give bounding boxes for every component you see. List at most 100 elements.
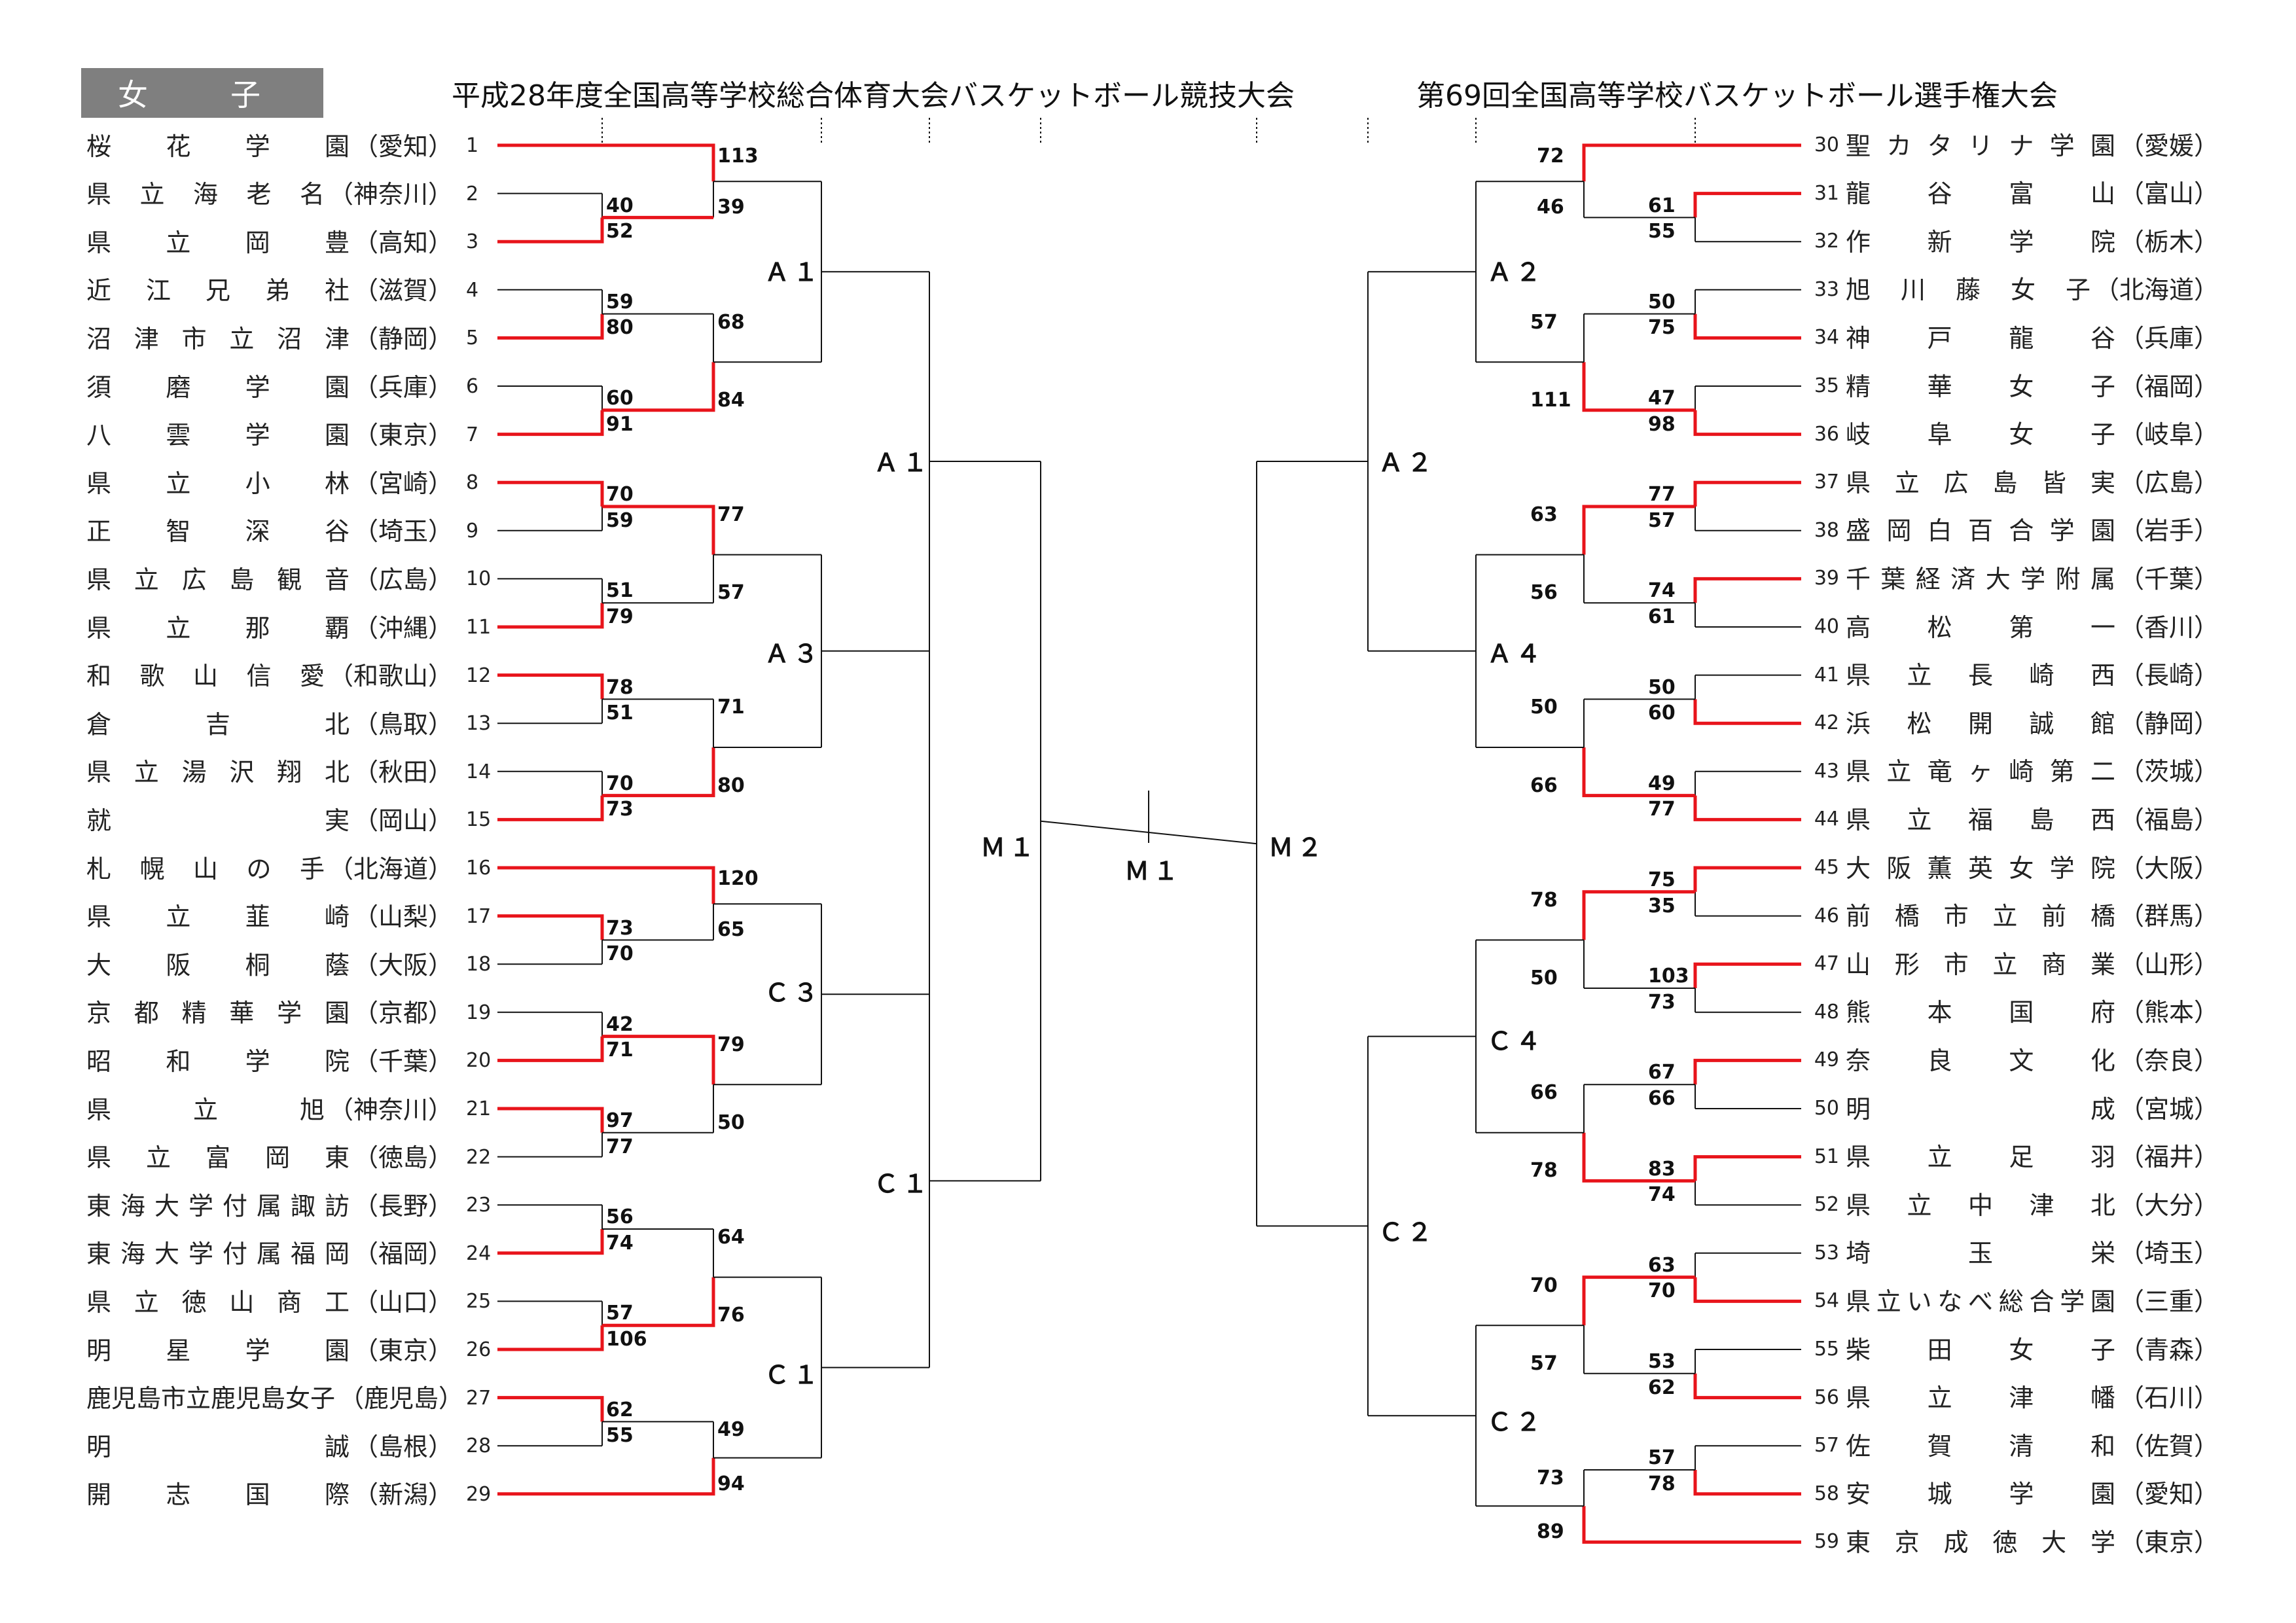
score-label: 63 <box>1648 1253 1676 1277</box>
score-label: 35 <box>1648 894 1676 918</box>
team-seed: 11 <box>466 616 492 639</box>
score-label: 79 <box>606 605 634 628</box>
tournament-title-right: 第69回全国高等学校バスケットボール選手権大会 <box>1416 79 2058 113</box>
team-prefecture: （東京） <box>353 421 453 450</box>
score-label: 66 <box>1648 1087 1676 1110</box>
team-seed: 54 <box>1814 1289 1839 1313</box>
team-row: 龍谷富山（富山） <box>1846 175 2219 208</box>
team-row: 明星学園（東京） <box>86 1332 453 1365</box>
team-name: 神戸龍谷 <box>1846 323 2115 353</box>
team-name: 精華女子 <box>1846 372 2115 401</box>
score-label: 50 <box>1530 696 1558 719</box>
team-name: 県立竜ヶ崎第二 <box>1846 757 2115 787</box>
team-row: 高松第一（香川） <box>1846 609 2219 642</box>
team-seed: 2 <box>466 182 479 205</box>
score-label: 61 <box>1648 605 1676 628</box>
score-label: 42 <box>606 1012 634 1036</box>
winner-path <box>1693 410 1801 437</box>
team-prefecture: （滋賀） <box>353 276 453 306</box>
team-row: 明誠（島根） <box>86 1428 453 1461</box>
score-label: 40 <box>606 194 634 217</box>
team-name: 佐賀清和 <box>1846 1431 2115 1461</box>
team-name: 大阪桐蔭 <box>86 950 350 980</box>
score-label: 71 <box>606 1039 634 1062</box>
team-name: 岐阜女子 <box>1846 420 2115 450</box>
team-seed: 59 <box>1814 1530 1839 1554</box>
team-name: 奈良文化 <box>1846 1046 2115 1075</box>
team-name: 近江兄弟社 <box>86 276 350 306</box>
score-label: 113 <box>717 145 759 168</box>
winner-path <box>1693 962 1801 988</box>
team-prefecture: （佐賀） <box>2119 1431 2219 1461</box>
team-name: 正智深谷 <box>86 517 350 546</box>
winner-path <box>602 1277 715 1327</box>
team-prefecture: （高知） <box>353 228 453 257</box>
score-label: 55 <box>606 1424 634 1448</box>
team-seed: 51 <box>1814 1145 1839 1168</box>
score-label: 70 <box>606 772 634 795</box>
score-label: 77 <box>1648 798 1676 821</box>
team-name: 県立旭 <box>86 1095 325 1124</box>
team-seed: 42 <box>1814 711 1839 735</box>
team-row: 札幌山の手（北海道） <box>86 850 453 883</box>
round-label: Ｃ１ <box>874 1169 932 1198</box>
team-row: 精華女子（福岡） <box>1846 368 2219 401</box>
team-prefecture: （熊本） <box>2119 998 2219 1027</box>
score-label: 73 <box>1537 1467 1564 1489</box>
team-name: 鹿児島市立鹿児島女子 <box>86 1384 336 1414</box>
team-prefecture: （愛知） <box>353 132 453 161</box>
team-row: 柴田女子（青森） <box>1846 1331 2219 1364</box>
score-label: 60 <box>1648 702 1676 725</box>
score-label: 79 <box>717 1033 745 1056</box>
team-row: 須磨学園（兵庫） <box>86 368 453 402</box>
round-label: Ａ２ <box>1378 448 1437 477</box>
team-name: 聖カタリナ学園 <box>1846 131 2115 160</box>
team-prefecture: （岩手） <box>2119 516 2219 546</box>
team-row: 京都精華学園（京都） <box>86 995 453 1027</box>
team-seed: 53 <box>1814 1241 1839 1264</box>
team-name: 県立津幡 <box>1846 1383 2115 1413</box>
team-name: 県立韮崎 <box>86 902 350 932</box>
team-name: 県立中津北 <box>1846 1190 2115 1220</box>
team-name: 東海大学付属福岡 <box>86 1240 350 1269</box>
team-seed: 38 <box>1814 518 1839 542</box>
team-prefecture: （東京） <box>2119 1527 2219 1557</box>
team-seed: 23 <box>466 1194 492 1217</box>
team-seed: 17 <box>466 904 492 928</box>
score-label: 120 <box>717 867 759 890</box>
team-row: 桜花学園（愛知） <box>86 128 453 161</box>
score-label: 50 <box>1530 967 1558 990</box>
score-label: 80 <box>717 774 745 797</box>
score-label: 50 <box>1648 675 1676 699</box>
team-prefecture: （大阪） <box>353 950 453 980</box>
team-name: 県立長崎西 <box>1846 661 2115 690</box>
score-label: 91 <box>606 412 634 436</box>
score-label: 51 <box>606 579 634 603</box>
team-seed: 31 <box>1814 181 1839 205</box>
team-seed: 46 <box>1814 904 1839 927</box>
team-name: 明誠 <box>86 1432 350 1461</box>
team-prefecture: （茨城） <box>2119 757 2219 787</box>
team-prefecture: （富山） <box>2119 179 2219 209</box>
team-name: 高松第一 <box>1846 613 2115 642</box>
winner-path <box>497 1229 604 1255</box>
team-prefecture: （大阪） <box>2119 853 2219 883</box>
team-name: 大阪薫英女学院 <box>1846 853 2115 883</box>
team-row: 県立岡豊（高知） <box>86 224 453 257</box>
team-name: 県立福島西 <box>1846 805 2115 834</box>
team-prefecture: （宮城） <box>2119 1094 2219 1124</box>
team-row: 前橋市立前橋（群馬） <box>1846 898 2219 931</box>
team-row: 県立福島西（福島） <box>1846 801 2219 834</box>
score-label: 78 <box>1530 1159 1558 1183</box>
team-prefecture: （鳥取） <box>353 709 453 739</box>
score-label: 89 <box>1537 1520 1564 1544</box>
team-name: 八雲学園 <box>86 421 350 450</box>
round-label: Ｃ４ <box>1487 1027 1545 1056</box>
team-prefecture: （埼玉） <box>2119 1239 2219 1268</box>
team-name: 山形市立商業 <box>1846 950 2115 979</box>
team-name: 熊本国府 <box>1846 998 2115 1027</box>
team-seed: 50 <box>1814 1097 1839 1120</box>
score-label: 60 <box>606 387 634 410</box>
winner-path <box>1693 1277 1801 1303</box>
round-label: Ａ２ <box>1487 258 1545 287</box>
